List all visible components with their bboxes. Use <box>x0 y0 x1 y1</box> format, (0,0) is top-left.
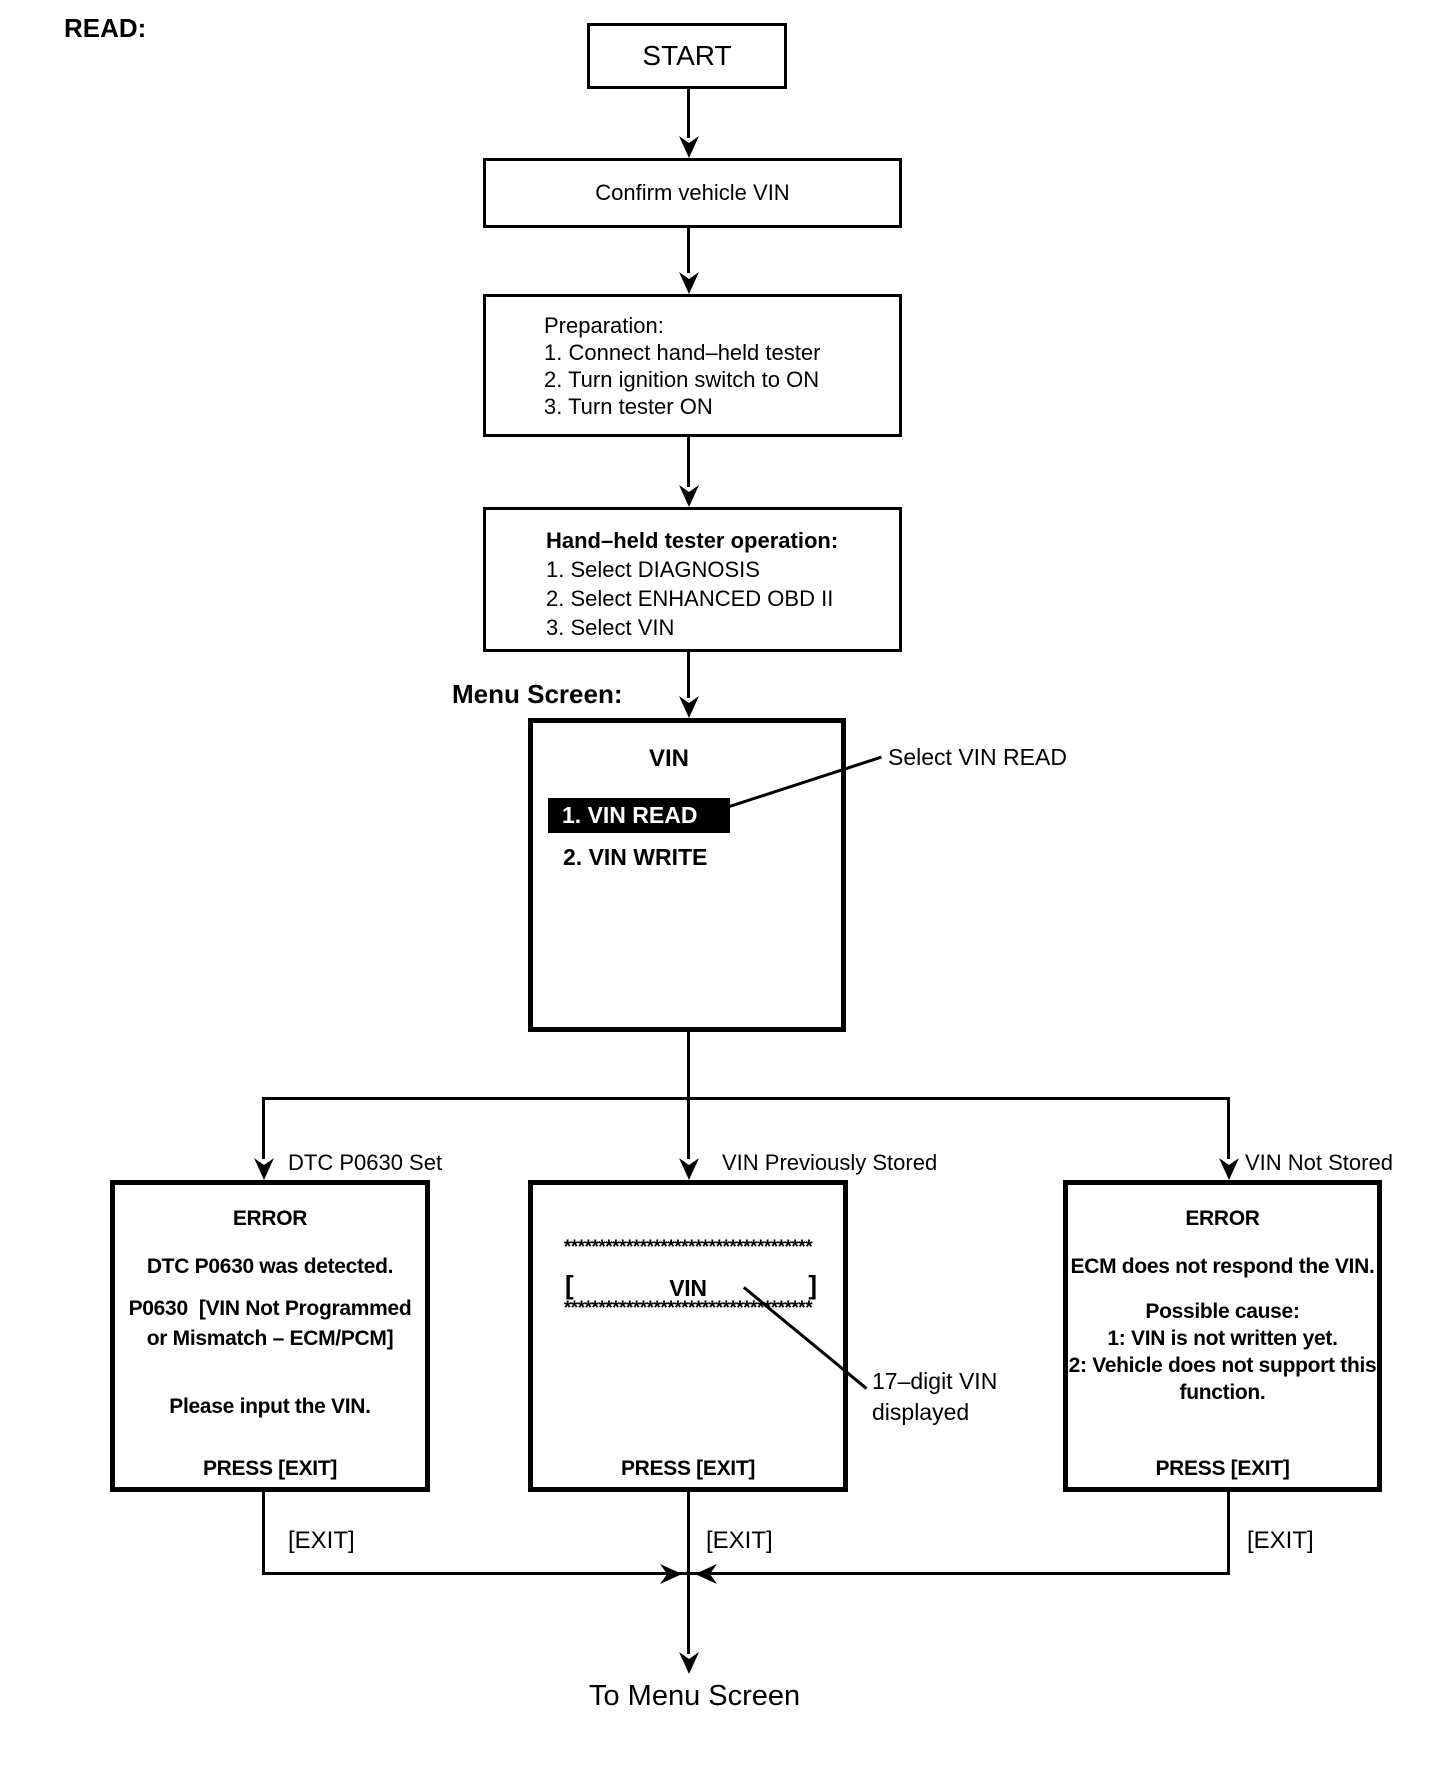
arrowhead-down-icon <box>679 272 699 294</box>
branch-line <box>262 1097 1230 1100</box>
menu-item-vin-write: 2. VIN WRITE <box>563 844 708 870</box>
exit-label-left: [EXIT] <box>288 1527 355 1554</box>
arrowhead-down-icon <box>679 696 699 718</box>
connector-branch-left <box>262 1097 265 1159</box>
connector-menu-branch <box>687 1032 690 1100</box>
asterisk-row: ************************************ <box>563 1298 813 1319</box>
error-text: Possible cause: <box>1145 1300 1300 1323</box>
connector-branch-right <box>1227 1097 1230 1159</box>
preparation-step: 3. Turn tester ON <box>544 394 713 419</box>
menu-screen-node: VIN 1. VIN READ 2. VIN WRITE <box>528 718 846 1032</box>
error-text: P0630 [VIN Not Programmed <box>128 1297 412 1320</box>
error-text: ECM does not respond the VIN. <box>1070 1255 1375 1278</box>
tester-operation-step: 2. Select ENHANCED OBD II <box>546 586 834 611</box>
tester-operation-step: 3. Select VIN <box>546 615 675 640</box>
branch-label-vin-not-stored: VIN Not Stored <box>1245 1150 1393 1175</box>
error-ecm-no-response-node: ERROR ECM does not respond the VIN. Poss… <box>1063 1180 1382 1492</box>
connector-exit-right <box>1227 1492 1230 1575</box>
vin-digits-callout: 17–digit VIN displayed <box>872 1366 997 1428</box>
press-exit-text: PRESS [EXIT] <box>202 1457 338 1480</box>
menu-item-vin-read: 1. VIN READ <box>548 798 730 833</box>
start-label: START <box>642 40 732 71</box>
branch-label-vin-previously-stored: VIN Previously Stored <box>722 1150 938 1175</box>
press-exit-text: PRESS [EXIT] <box>620 1457 756 1480</box>
menu-screen-heading: Menu Screen: <box>452 679 623 709</box>
error-dtc-p0630-node: ERROR DTC P0630 was detected. P0630 [VIN… <box>110 1180 430 1492</box>
error-title: ERROR <box>1185 1207 1260 1230</box>
tester-operation-title: Hand–held tester operation: <box>546 528 839 553</box>
press-exit-text: PRESS [EXIT] <box>1155 1457 1290 1480</box>
error-text: 1: VIN is not written yet. <box>1107 1327 1338 1350</box>
vin-display-label: VIN <box>669 1275 707 1301</box>
to-menu-screen-label: To Menu Screen <box>589 1680 801 1712</box>
preparation-step: 1. Connect hand–held tester <box>544 340 821 365</box>
branch-label-dtc-p0630-set: DTC P0630 Set <box>288 1150 443 1175</box>
preparation-node: Preparation: 1. Connect hand–held tester… <box>483 294 902 437</box>
arrowhead-down-icon <box>1219 1158 1239 1180</box>
asterisk-row: ************************************ <box>563 1237 813 1258</box>
error-text: 2: Vehicle does not support this <box>1068 1354 1377 1377</box>
vin-digits-callout-line1: 17–digit VIN <box>872 1368 998 1394</box>
arrowhead-down-icon <box>679 1652 699 1674</box>
connector-to-menu-screen <box>687 1572 690 1654</box>
connector-branch-middle <box>687 1097 690 1159</box>
connector-exit-middle <box>687 1492 690 1575</box>
error-text: DTC P0630 was detected. <box>146 1255 394 1278</box>
exit-label-middle: [EXIT] <box>706 1527 773 1554</box>
bracket-close: ] <box>808 1270 817 1300</box>
error-text: Please input the VIN. <box>169 1395 371 1418</box>
connector-exit-left <box>262 1492 265 1575</box>
arrowhead-down-icon <box>254 1158 274 1180</box>
collect-line <box>262 1572 1230 1575</box>
menu-title: VIN <box>648 745 689 772</box>
connector-start-confirm <box>687 89 690 138</box>
error-title: ERROR <box>232 1207 308 1230</box>
error-text: function. <box>1179 1381 1266 1404</box>
error-text: or Mismatch – ECM/PCM] <box>146 1327 394 1350</box>
menu-item-vin-read-label: 1. VIN READ <box>562 802 698 828</box>
preparation-title: Preparation: <box>544 313 664 338</box>
exit-label-right: [EXIT] <box>1247 1527 1314 1554</box>
bracket-open: [ <box>565 1270 574 1300</box>
tester-operation-node: Hand–held tester operation: 1. Select DI… <box>483 507 902 652</box>
preparation-step: 2. Turn ignition switch to ON <box>544 367 820 392</box>
select-vin-read-callout: Select VIN READ <box>888 744 1067 770</box>
connector-confirm-preparation <box>687 228 690 273</box>
arrowhead-down-icon <box>679 1158 699 1180</box>
arrowhead-down-icon <box>679 485 699 507</box>
vin-digits-callout-line2: displayed <box>872 1399 970 1425</box>
read-heading: READ: <box>64 13 147 43</box>
connector-preparation-tester <box>687 437 690 487</box>
tester-operation-step: 1. Select DIAGNOSIS <box>546 557 760 582</box>
arrowhead-down-icon <box>679 136 699 158</box>
confirm-vin-label: Confirm vehicle VIN <box>595 180 790 205</box>
vin-display-node: ************************************ [ V… <box>528 1180 848 1492</box>
confirm-vin-node: Confirm vehicle VIN <box>483 158 902 228</box>
connector-tester-menu <box>687 652 690 698</box>
start-node: START <box>587 23 787 89</box>
